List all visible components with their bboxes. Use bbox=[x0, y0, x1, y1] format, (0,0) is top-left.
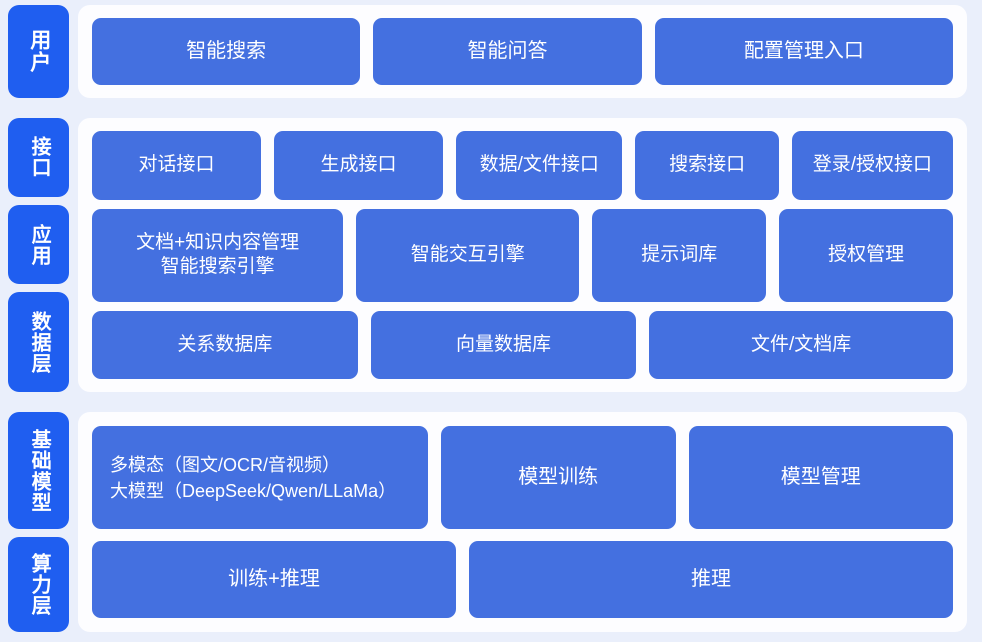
card-interaction-engine[interactable]: 智能交互引擎 bbox=[356, 208, 580, 302]
panel-user: 智能搜索 智能问答 配置管理入口 bbox=[78, 5, 967, 98]
card-doc-knowledge-management[interactable]: 文档+知识内容管理 智能搜索引擎 bbox=[92, 208, 344, 302]
card-file-document-store[interactable]: 文件/文档库 bbox=[649, 310, 954, 380]
card-data-file-api[interactable]: 数据/文件接口 bbox=[456, 130, 623, 200]
rail-user: 用户 bbox=[8, 5, 69, 98]
card-authorization-management[interactable]: 授权管理 bbox=[779, 208, 954, 302]
card-generation-api[interactable]: 生成接口 bbox=[274, 130, 443, 200]
rail-label-base-model: 基础模型 bbox=[8, 412, 69, 529]
section-base: 基础模型 算力层 多模态（图文/OCR/音视频） 大模型（DeepSeek/Qw… bbox=[8, 412, 967, 632]
card-smart-qa[interactable]: 智能问答 bbox=[373, 18, 642, 85]
card-dialog-api[interactable]: 对话接口 bbox=[92, 130, 261, 200]
section-core: 接口 应用 数据层 对话接口 生成接口 数据/文件接口 搜索接口 登录/授权接口… bbox=[8, 117, 967, 393]
card-inference[interactable]: 推理 bbox=[469, 541, 953, 618]
row-data: 关系数据库 向量数据库 文件/文档库 bbox=[92, 310, 954, 380]
rail-label-compute-layer: 算力层 bbox=[8, 536, 69, 632]
card-prompt-library[interactable]: 提示词库 bbox=[592, 208, 767, 302]
section-user: 用户 智能搜索 智能问答 配置管理入口 bbox=[8, 5, 967, 98]
rail-core: 接口 应用 数据层 bbox=[8, 117, 69, 393]
card-model-training[interactable]: 模型训练 bbox=[440, 426, 676, 530]
row-user-entries: 智能搜索 智能问答 配置管理入口 bbox=[92, 18, 953, 85]
row-models: 多模态（图文/OCR/音视频） 大模型（DeepSeek/Qwen/LLaMa）… bbox=[92, 426, 953, 530]
card-training-inference[interactable]: 训练+推理 bbox=[92, 541, 457, 618]
card-search-api[interactable]: 搜索接口 bbox=[635, 130, 779, 200]
rail-label-application: 应用 bbox=[8, 205, 69, 285]
panel-base: 多模态（图文/OCR/音视频） 大模型（DeepSeek/Qwen/LLaMa）… bbox=[78, 412, 967, 632]
row-interface: 对话接口 生成接口 数据/文件接口 搜索接口 登录/授权接口 bbox=[92, 130, 953, 200]
rail-label-data-layer: 数据层 bbox=[8, 292, 69, 393]
row-application: 文档+知识内容管理 智能搜索引擎 智能交互引擎 提示词库 授权管理 bbox=[92, 208, 954, 302]
row-compute: 训练+推理 推理 bbox=[92, 541, 953, 618]
card-relational-database[interactable]: 关系数据库 bbox=[92, 310, 358, 380]
card-model-management[interactable]: 模型管理 bbox=[688, 426, 953, 530]
card-vector-database[interactable]: 向量数据库 bbox=[370, 310, 637, 380]
rail-label-user: 用户 bbox=[8, 5, 69, 98]
card-login-auth-api[interactable]: 登录/授权接口 bbox=[791, 130, 953, 200]
rail-label-interface: 接口 bbox=[8, 117, 69, 198]
panel-core: 对话接口 生成接口 数据/文件接口 搜索接口 登录/授权接口 文档+知识内容管理… bbox=[78, 117, 967, 393]
rail-base: 基础模型 算力层 bbox=[8, 412, 69, 632]
card-smart-search[interactable]: 智能搜索 bbox=[92, 18, 361, 85]
card-config-management-entry[interactable]: 配置管理入口 bbox=[654, 18, 953, 85]
card-multimodal-large-model[interactable]: 多模态（图文/OCR/音视频） 大模型（DeepSeek/Qwen/LLaMa） bbox=[92, 426, 428, 530]
